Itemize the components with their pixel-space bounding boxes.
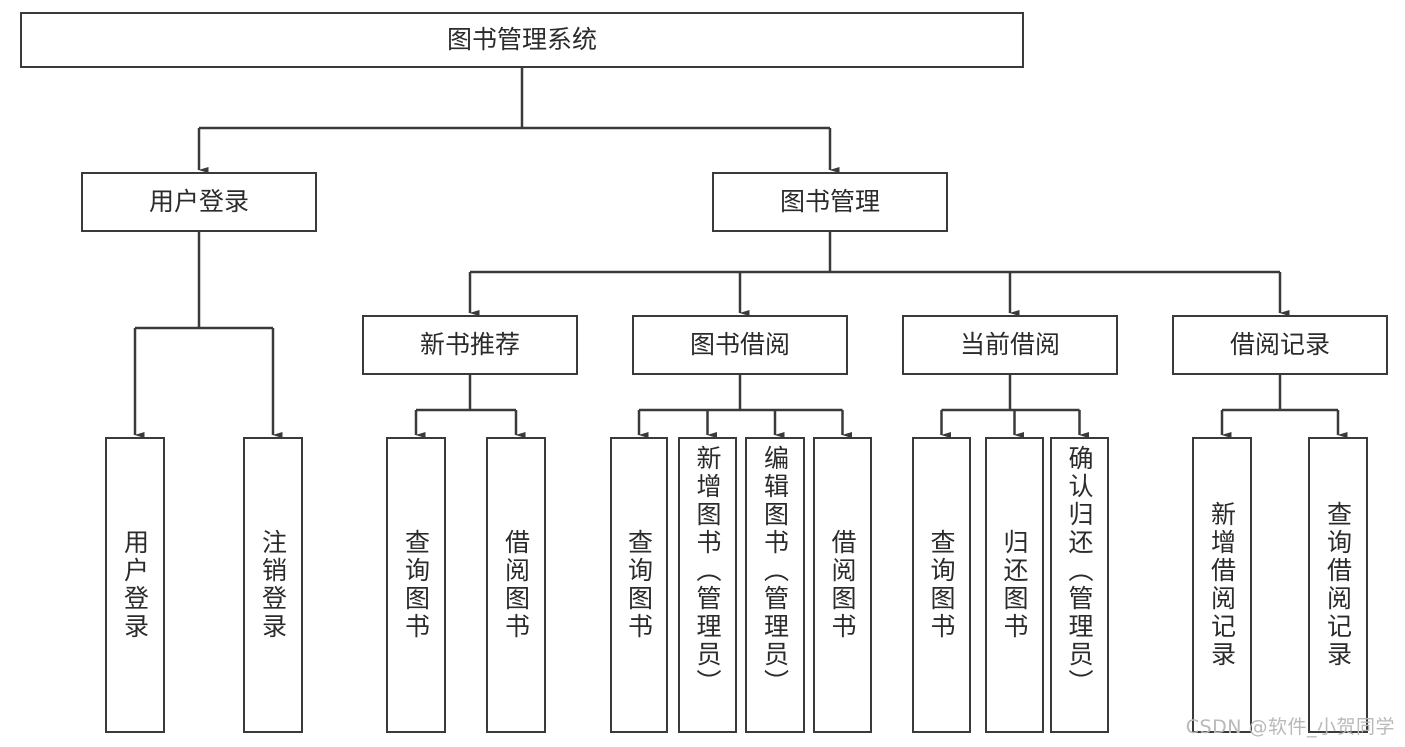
node-label: 归还图书 [1000, 529, 1029, 641]
node-leaf-borrow-book[interactable]: 借阅图书 [813, 437, 872, 733]
watermark-label: CSDN @软件_小贺同学 [1185, 716, 1395, 738]
node-leaf-confirm-return[interactable]: 确认归还（管理员） [1050, 437, 1109, 733]
node-label: 编辑图书（管理员） [760, 445, 790, 697]
node-leaf-query-book-borrow[interactable]: 查询图书 [610, 437, 668, 733]
node-leaf-query-book-cur[interactable]: 查询图书 [912, 437, 971, 733]
node-leaf-user-logout[interactable]: 注销登录 [243, 437, 303, 733]
node-label: 图书管理 [779, 187, 880, 216]
node-current-borrow[interactable]: 当前借阅 [902, 315, 1118, 375]
node-label: 当前借阅 [959, 330, 1060, 359]
node-label: 用户登录 [120, 529, 150, 641]
node-label: 借阅记录 [1229, 330, 1330, 359]
node-label: 查询图书 [624, 529, 654, 641]
node-leaf-query-book-rec[interactable]: 查询图书 [386, 437, 446, 733]
node-leaf-edit-book[interactable]: 编辑图书（管理员） [745, 437, 805, 733]
node-label: 图书借阅 [689, 330, 790, 359]
node-label: 图书管理系统 [446, 25, 597, 54]
node-label: 查询图书 [927, 529, 956, 641]
node-label: 借阅图书 [501, 529, 531, 641]
node-leaf-add-record[interactable]: 新增借阅记录 [1192, 437, 1252, 733]
node-label: 用户登录 [148, 187, 249, 216]
node-borrow-record[interactable]: 借阅记录 [1172, 315, 1388, 375]
node-new-book-rec[interactable]: 新书推荐 [362, 315, 578, 375]
node-root[interactable]: 图书管理系统 [20, 12, 1024, 68]
node-label: 查询借阅记录 [1323, 501, 1353, 669]
node-label: 新增图书（管理员） [693, 445, 722, 697]
node-label: 查询图书 [401, 529, 431, 641]
node-leaf-borrow-book-rec[interactable]: 借阅图书 [486, 437, 546, 733]
node-label: 确认归还（管理员） [1065, 445, 1094, 697]
node-leaf-query-record[interactable]: 查询借阅记录 [1308, 437, 1368, 733]
node-label: 新增借阅记录 [1207, 501, 1237, 669]
node-label: 注销登录 [258, 529, 288, 641]
node-label: 新书推荐 [419, 330, 520, 359]
node-leaf-return-book[interactable]: 归还图书 [985, 437, 1044, 733]
node-user-login[interactable]: 用户登录 [81, 172, 317, 232]
node-leaf-add-book[interactable]: 新增图书（管理员） [678, 437, 737, 733]
node-label: 借阅图书 [828, 529, 857, 641]
node-book-borrow[interactable]: 图书借阅 [632, 315, 848, 375]
node-leaf-user-login[interactable]: 用户登录 [105, 437, 165, 733]
node-book-manage[interactable]: 图书管理 [712, 172, 948, 232]
